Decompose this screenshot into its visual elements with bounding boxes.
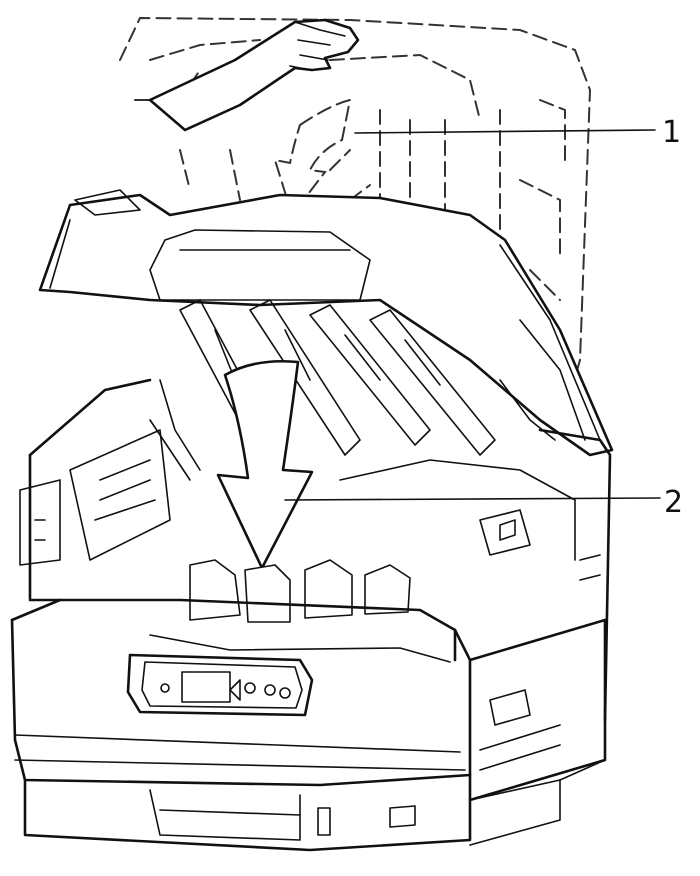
printer-body [10, 378, 612, 852]
callout-label-1: 1 [662, 115, 681, 150]
leader-line-2 [284, 497, 661, 501]
cover-motion-arrow [273, 98, 352, 218]
callout-2: 2 [284, 485, 683, 520]
led-heads [149, 299, 556, 481]
callout-label-2: 2 [664, 485, 683, 520]
lower-cover-arrow [216, 359, 314, 570]
top-cover [38, 189, 614, 457]
hand-illustration [148, 18, 360, 132]
callout-1: 1 [354, 115, 681, 150]
leader-line-1 [354, 129, 656, 134]
ghost-top-cover [119, 16, 592, 431]
